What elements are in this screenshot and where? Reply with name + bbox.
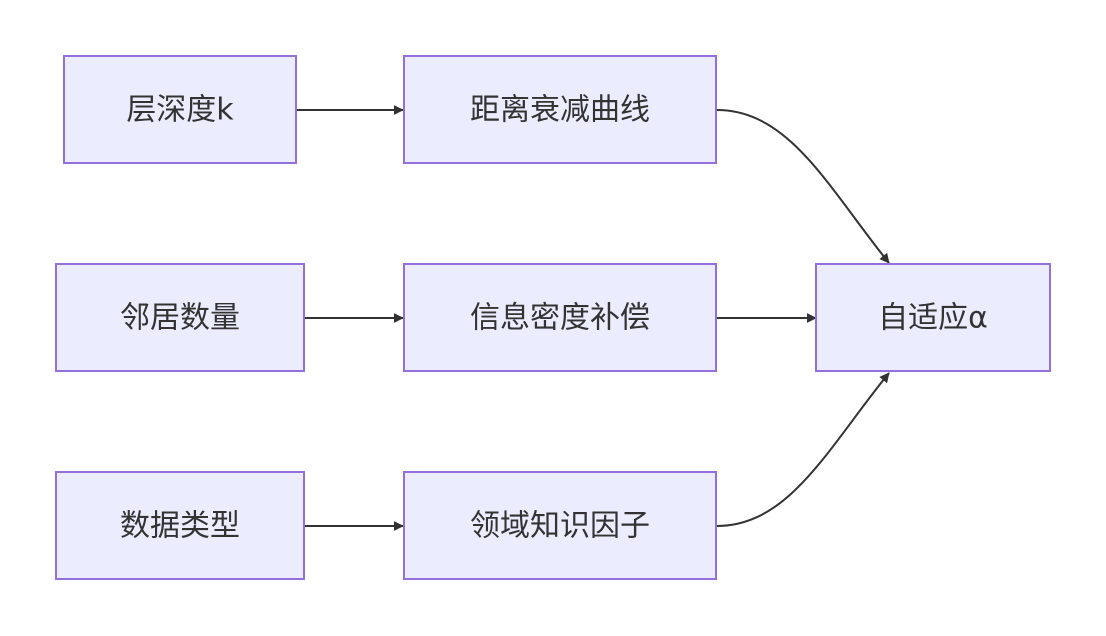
node-data-type: 数据类型 [55, 471, 305, 580]
edge-distance-decay-to-adaptive-alpha [716, 109, 890, 264]
node-layer-depth: 层深度k [63, 55, 297, 164]
node-label: 距离衰减曲线 [470, 93, 650, 128]
node-label: 领域知识因子 [470, 509, 650, 544]
node-domain-factor: 领域知识因子 [403, 471, 717, 580]
node-adaptive-alpha: 自适应α [815, 263, 1051, 372]
node-label: 邻居数量 [120, 301, 240, 336]
edge-domain-factor-to-adaptive-alpha [716, 372, 890, 527]
node-label: 自适应α [878, 301, 988, 336]
node-info-density: 信息密度补偿 [403, 263, 717, 372]
node-neighbor-count: 邻居数量 [55, 263, 305, 372]
node-label: 层深度k [126, 93, 234, 128]
node-distance-decay: 距离衰减曲线 [403, 55, 717, 164]
node-label: 信息密度补偿 [470, 301, 650, 336]
node-label: 数据类型 [120, 509, 240, 544]
